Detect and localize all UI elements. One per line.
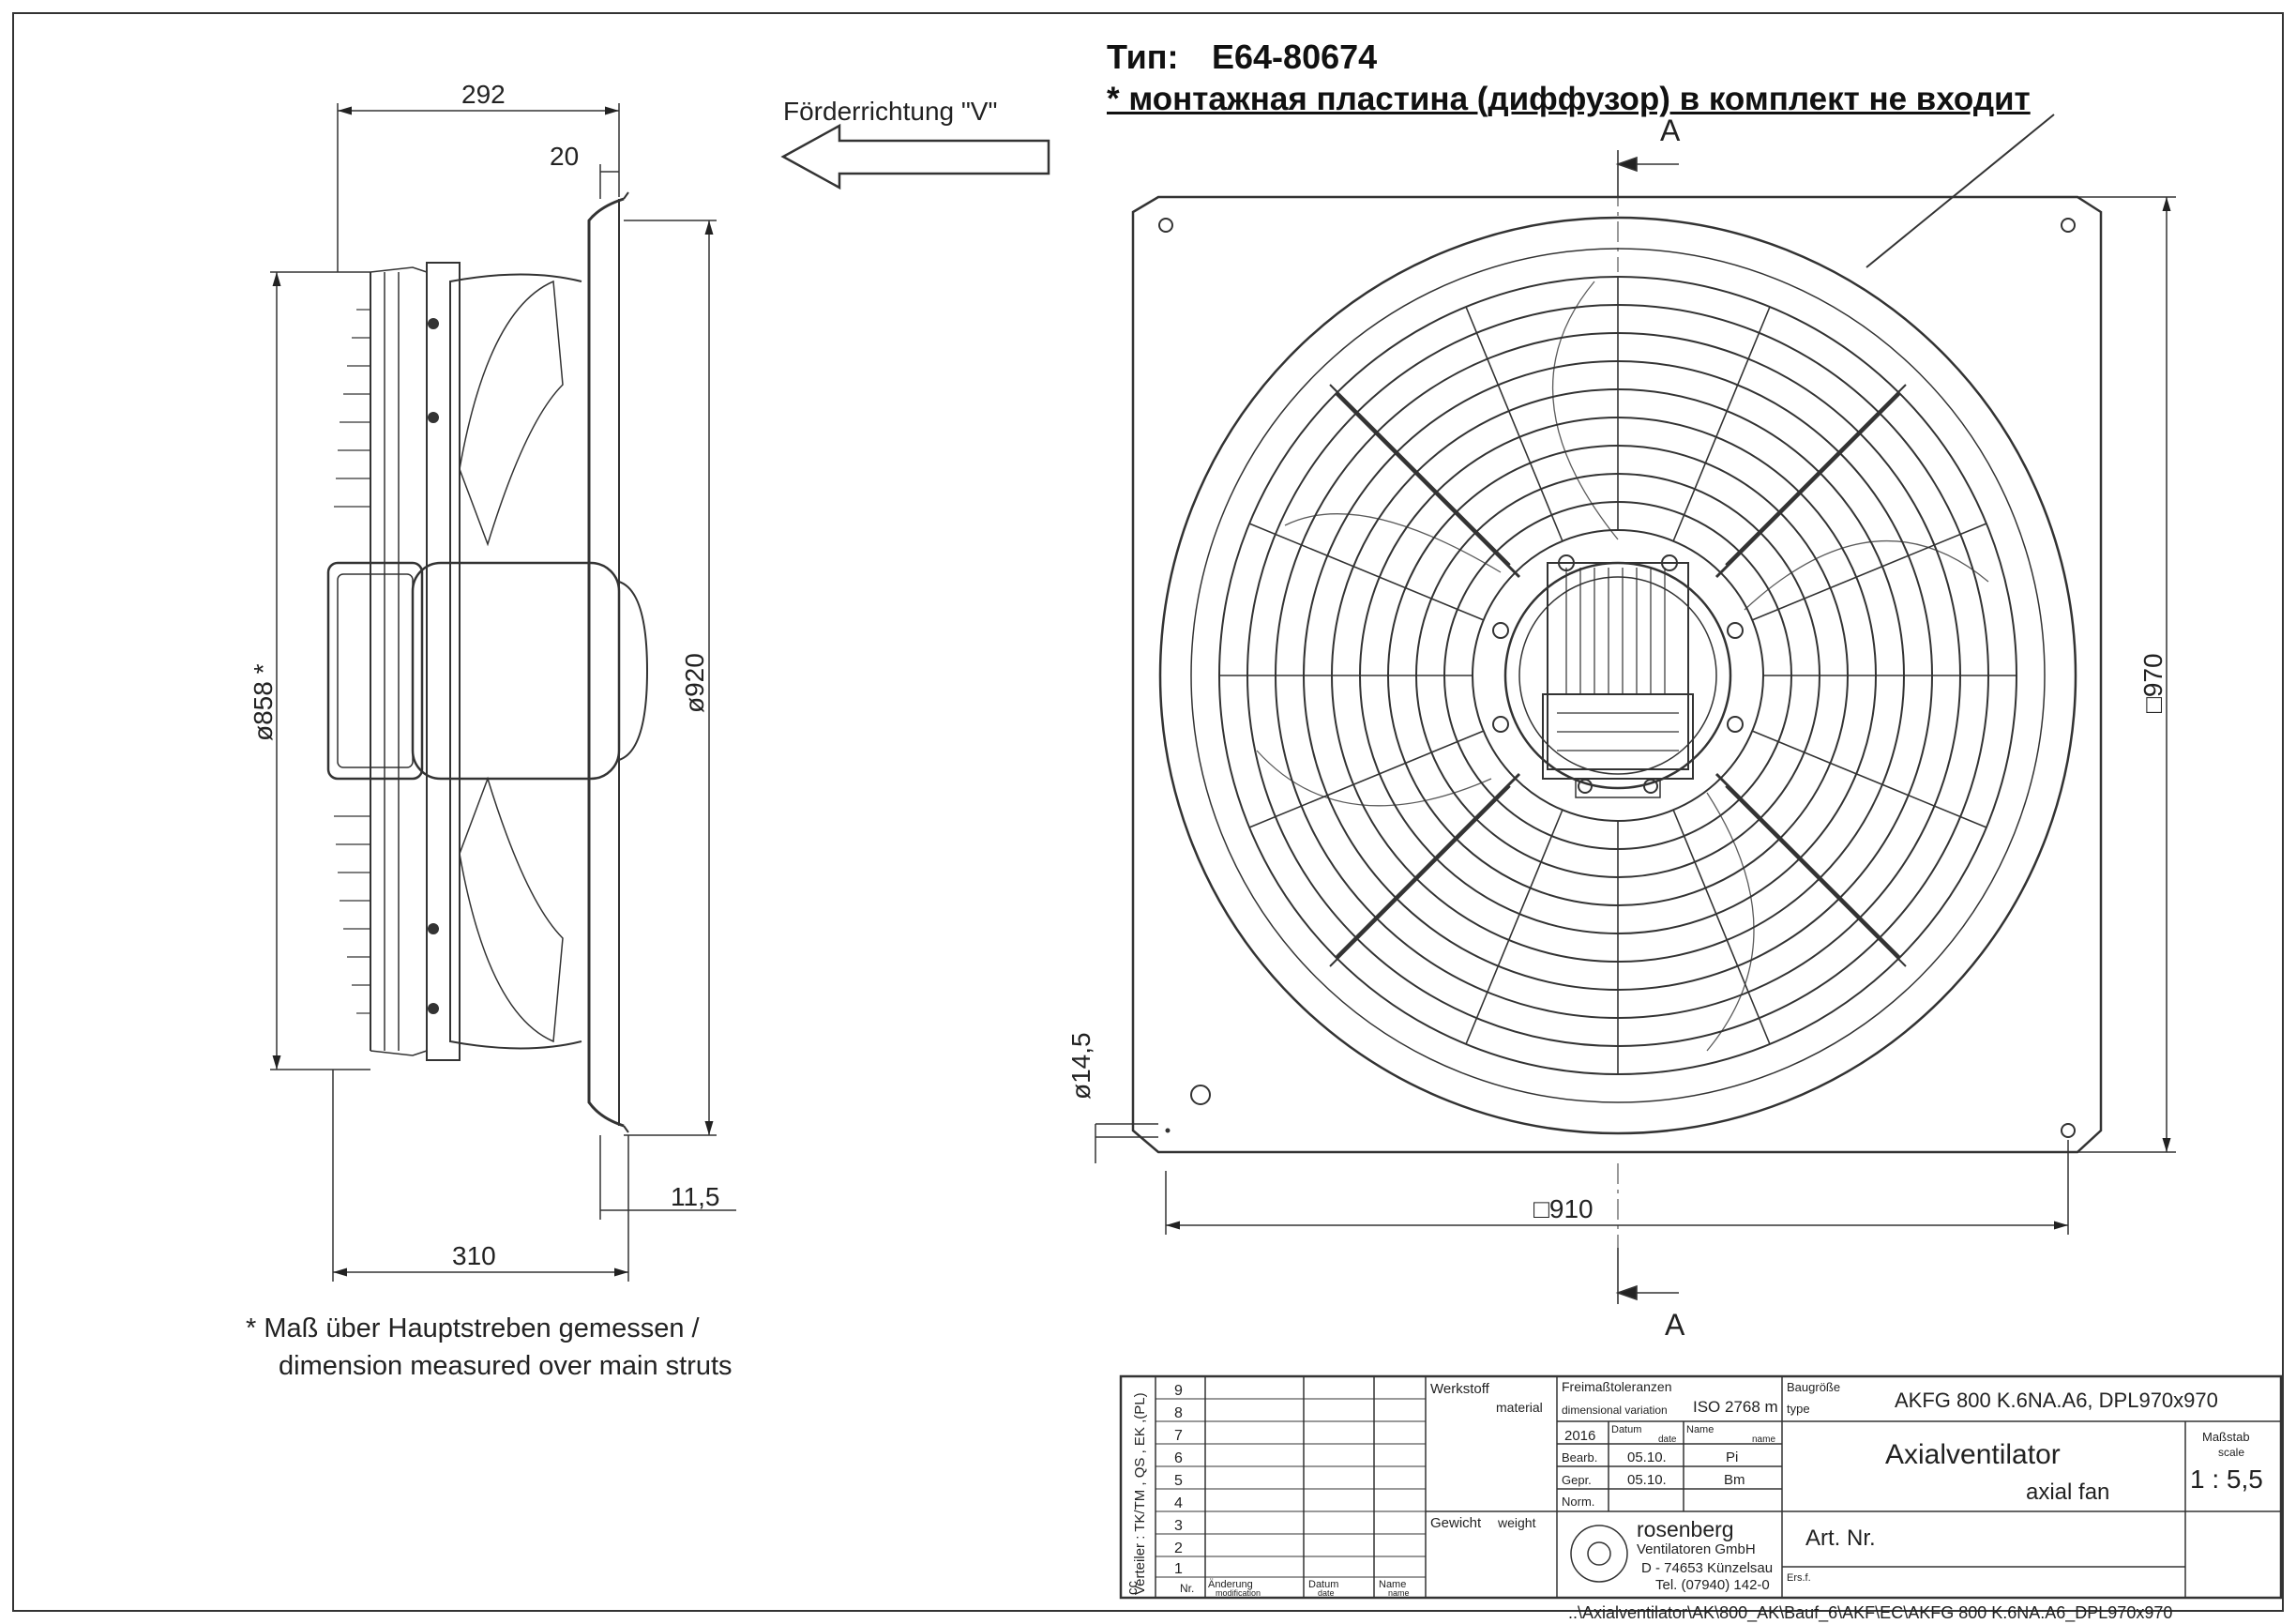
dim-310: 310 bbox=[452, 1241, 496, 1270]
gewicht-label: Gewicht bbox=[1430, 1515, 1482, 1531]
bearb-label: Bearb. bbox=[1562, 1450, 1597, 1465]
flow-direction-arrow bbox=[780, 123, 1050, 190]
footnote-line-1: * Maß über Hauptstreben gemessen / bbox=[246, 1313, 701, 1343]
side-view-dimensions bbox=[270, 103, 736, 1282]
front-view-dimensions bbox=[1095, 196, 2176, 1235]
mounting-plate bbox=[1131, 195, 2103, 1154]
rev-9: 9 bbox=[1174, 1383, 1183, 1399]
col-change-en: modification bbox=[1216, 1588, 1261, 1598]
rev-4: 4 bbox=[1174, 1495, 1183, 1511]
art-nr-label: Art. Nr. bbox=[1805, 1525, 1876, 1551]
distributor-cc: cc bbox=[1125, 1581, 1140, 1596]
type-designation: AKFG 800 K.6NA.A6, DPL970x970 bbox=[1895, 1389, 2218, 1412]
rev-8: 8 bbox=[1174, 1405, 1183, 1421]
section-label-bottom: A bbox=[1665, 1308, 1685, 1342]
mounting-plate-note: * монтажная пластина (диффузор) в компле… bbox=[1107, 81, 2031, 117]
col-nr: Nr. bbox=[1180, 1582, 1194, 1595]
gepr-name: Bm bbox=[1724, 1472, 1745, 1488]
dim-292: 292 bbox=[461, 80, 506, 109]
dim-14-5: ø14,5 bbox=[1066, 1032, 1095, 1100]
scale-value: 1 : 5,5 bbox=[2190, 1465, 2263, 1494]
rev-5: 5 bbox=[1174, 1473, 1183, 1489]
section-markers bbox=[1615, 150, 1679, 1304]
section-label-top: A bbox=[1660, 114, 1681, 147]
tolerances-label: Freimaßtoleranzen bbox=[1562, 1379, 1672, 1394]
type-en-label: type bbox=[1787, 1402, 1810, 1416]
title-block-text: Verteiler : TK/TM , QS , EK ,(PL) cc 9 8… bbox=[1125, 1379, 2263, 1623]
weight-label: weight bbox=[1497, 1515, 1536, 1530]
side-view bbox=[326, 123, 1050, 1133]
rev-1: 1 bbox=[1174, 1561, 1183, 1577]
dim-20: 20 bbox=[550, 142, 579, 171]
werkstoff-label: Werkstoff bbox=[1430, 1381, 1490, 1397]
gepr-label: Gepr. bbox=[1562, 1473, 1592, 1487]
year: 2016 bbox=[1564, 1428, 1595, 1444]
company-line-4: Tel. (07940) 142-0 bbox=[1655, 1577, 1770, 1593]
col-date: Datum bbox=[1308, 1579, 1338, 1590]
type-value: E64-80674 bbox=[1212, 38, 1378, 76]
flow-direction-label: Förderrichtung "V" bbox=[783, 97, 997, 126]
company-line-3: D - 74653 Künzelsau bbox=[1641, 1560, 1773, 1576]
footnote-line-2: dimension measured over main struts bbox=[279, 1351, 733, 1381]
dim-970: □970 bbox=[2138, 653, 2168, 713]
rev-6: 6 bbox=[1174, 1450, 1183, 1466]
distributor-label: Verteiler : TK/TM , QS , EK ,(PL) bbox=[1132, 1392, 1148, 1595]
rev-3: 3 bbox=[1174, 1518, 1183, 1534]
front-view bbox=[1131, 114, 2103, 1295]
gepr-date: 05.10. bbox=[1627, 1472, 1667, 1488]
name-header-en: name bbox=[1752, 1434, 1775, 1445]
ersf-label: Ers.f. bbox=[1787, 1572, 1811, 1584]
tolerances-en-label: dimensional variation bbox=[1562, 1404, 1668, 1417]
dim-858: ø858 * bbox=[249, 663, 278, 741]
title-en: axial fan bbox=[2026, 1480, 2109, 1505]
col-change: Änderung bbox=[1208, 1579, 1253, 1590]
title-block bbox=[1119, 1374, 2283, 1600]
rev-7: 7 bbox=[1174, 1428, 1183, 1444]
file-path: ..\Axialventilator\AK\800_AK\Bauf_6\AKF\… bbox=[1568, 1603, 2172, 1623]
dim-920: ø920 bbox=[680, 653, 709, 713]
bearb-name: Pi bbox=[1726, 1449, 1738, 1465]
norm-label: Norm. bbox=[1562, 1495, 1594, 1509]
name-header: Name bbox=[1686, 1424, 1714, 1435]
col-date-en: date bbox=[1318, 1588, 1335, 1598]
page-border bbox=[12, 12, 2284, 1612]
material-label: material bbox=[1496, 1400, 1543, 1415]
type-label: Тип: bbox=[1107, 38, 1179, 76]
baugroesse-label: Baugröße bbox=[1787, 1380, 1840, 1394]
title-de: Axialventilator bbox=[1885, 1439, 2061, 1470]
rev-2: 2 bbox=[1174, 1541, 1183, 1556]
date-header-en: date bbox=[1658, 1434, 1677, 1445]
note-leader-line bbox=[1866, 114, 2055, 268]
company-line-2: Ventilatoren GmbH bbox=[1637, 1541, 1756, 1557]
dim-11-5: 11,5 bbox=[671, 1182, 719, 1211]
col-name-en: name bbox=[1388, 1588, 1410, 1598]
col-name: Name bbox=[1379, 1579, 1406, 1590]
massstab-label: Maßstab bbox=[2202, 1430, 2250, 1444]
iso-standard: ISO 2768 m bbox=[1693, 1398, 1778, 1416]
dim-910: □910 bbox=[1533, 1194, 1594, 1223]
bearb-date: 05.10. bbox=[1627, 1449, 1667, 1465]
scale-en-label: scale bbox=[2218, 1446, 2244, 1459]
company-name: rosenberg bbox=[1637, 1517, 1734, 1541]
datum-header: Datum bbox=[1611, 1424, 1641, 1435]
